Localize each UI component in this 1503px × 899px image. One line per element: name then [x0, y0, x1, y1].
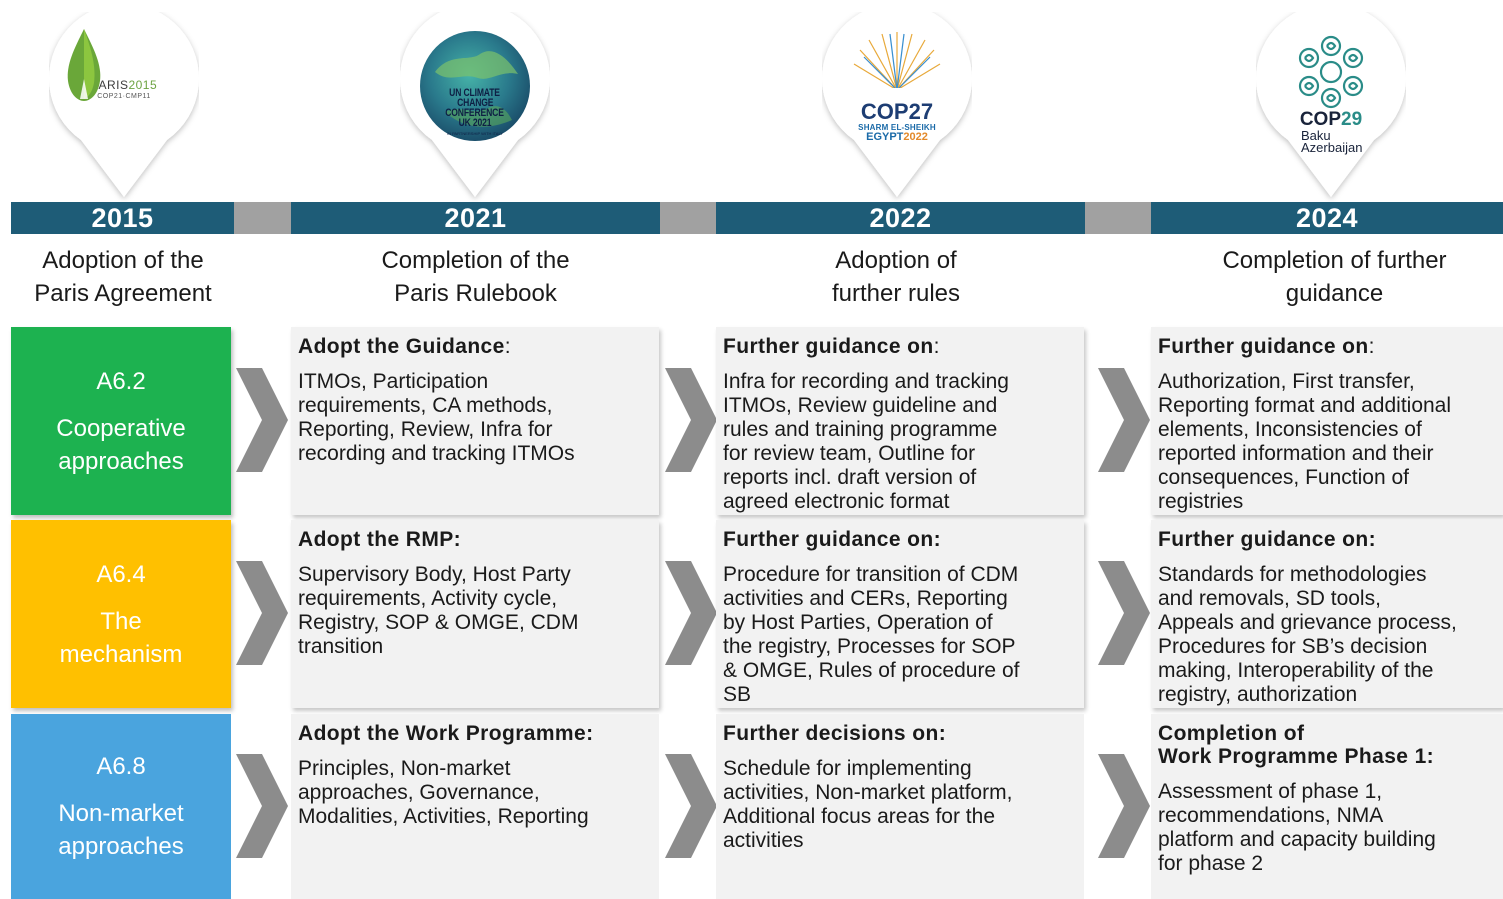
card-a6-2-2024: Further guidance on: Authorization, Firs…: [1151, 327, 1503, 515]
swirl-pattern-icon: [1298, 35, 1364, 109]
card-heading: Further guidance on:: [723, 335, 940, 358]
logo-pin-cop29: COP29 Baku Azerbaijan: [1256, 12, 1406, 202]
chevron-right-icon: [236, 368, 288, 472]
uk-logo-line-4: UK 2021: [458, 117, 492, 129]
chevron-right-icon: [1098, 561, 1150, 665]
card-a6-8-2022: Further decisions on: Schedule for imple…: [716, 714, 1084, 899]
uk-2021-logo: UN CLIMATE CHANGE CONFERENCE UK 2021 IN …: [415, 82, 535, 142]
uk-logo-line-2: CHANGE: [456, 97, 494, 109]
row-code: A6.2: [96, 367, 146, 395]
pin-shape: [400, 12, 550, 197]
year-2022: 2022: [716, 202, 1085, 234]
cop29-logo-sub1: Baku: [1301, 128, 1331, 143]
cop29-logo-sub2: Azerbaijan: [1301, 140, 1363, 155]
chevron-right-icon: [665, 754, 717, 858]
row-title-line-1: Cooperative: [56, 414, 186, 442]
year-2015: 2015: [11, 202, 234, 234]
pin-shape: [1256, 12, 1406, 197]
row-title-line-1: Non-market: [58, 800, 184, 827]
milestone-2022: Adoption of further rules: [831, 247, 961, 307]
row-label-a6-4: A6.4 The mechanism: [11, 520, 231, 708]
card-a6-2-2021: Adopt the Guidance: ITMOs, Participation…: [291, 327, 659, 515]
year-bar-gap: [234, 202, 291, 234]
chevron-right-icon: [236, 754, 288, 858]
card-heading: Adopt the RMP:: [298, 528, 462, 551]
year-bar-gap: [1085, 202, 1151, 234]
cop27-logo: COP27 SHARM EL-SHEIKH EGYPT2022: [837, 92, 957, 152]
card-heading: Adopt the Work Programme:: [298, 722, 594, 745]
cop27-logo-sub2: EGYPT2022: [866, 131, 928, 143]
card-a6-2-2022: Further guidance on: Infra for recording…: [716, 327, 1084, 515]
cop29-logo-title: COP29: [1299, 109, 1363, 130]
row-title-line-2: approaches: [58, 833, 184, 860]
row-label-a6-2: A6.2 Cooperative approaches: [11, 327, 231, 515]
row-title-line-2: approaches: [58, 447, 184, 475]
uk-logo-line-1: UN CLIMATE: [449, 87, 501, 99]
logo-pin-cop27: COP27 SHARM EL-SHEIKH EGYPT2022: [822, 12, 972, 202]
paris-logo-text: PARIS2015: [90, 78, 158, 92]
row-code: A6.4: [96, 560, 146, 588]
row-label-a6-8: A6.8 Non-market approaches: [11, 714, 231, 899]
card-a6-4-2021: Adopt the RMP: Supervisory Body, Host Pa…: [291, 520, 659, 708]
card-body: Assessment of phase 1,recommendations, N…: [1158, 780, 1436, 875]
logo-pin-uk-2021: UN CLIMATE CHANGE CONFERENCE UK 2021 IN …: [400, 12, 550, 202]
card-heading: Further guidance on:: [1158, 335, 1375, 358]
uk-logo-line-3: CONFERENCE: [445, 107, 505, 119]
card-a6-4-2024: Further guidance on: Standards for metho…: [1151, 520, 1503, 708]
chevron-right-icon: [1098, 368, 1150, 472]
cop27-logo-title: COP27: [860, 99, 934, 124]
card-a6-8-2024: Completion of Work Programme Phase 1: As…: [1151, 714, 1503, 899]
milestone-2021: Completion of the Paris Rulebook: [381, 247, 570, 307]
chevron-right-icon: [665, 561, 717, 665]
chevron-right-icon: [236, 561, 288, 665]
uk-logo-small: IN PARTNERSHIP WITH ITALY: [446, 131, 504, 136]
card-a6-4-2022: Further guidance on: Procedure for trans…: [716, 520, 1084, 708]
row-title-line-2: mechanism: [59, 640, 183, 668]
cop29-logo: COP29 Baku Azerbaijan: [1271, 110, 1391, 170]
card-heading: Adopt the Guidance:: [298, 335, 511, 358]
year-2024: 2024: [1151, 202, 1503, 234]
paris-logo-sub: COP21·CMP11: [97, 93, 151, 100]
row-code: A6.8: [96, 753, 146, 780]
chevron-right-icon: [1098, 754, 1150, 858]
paris-2015-logo: PARIS2015 COP21·CMP11: [64, 27, 184, 147]
cop27-logo-sub1: SHARM EL-SHEIKH: [858, 123, 936, 132]
card-heading: Further decisions on:: [723, 722, 947, 745]
row-title-line-1: The: [100, 607, 142, 635]
card-heading: Further guidance on:: [1158, 528, 1376, 551]
card-body: Authorization, First transfer,Reporting …: [1158, 370, 1452, 513]
card-heading: Further guidance on:: [723, 528, 941, 551]
year-2021: 2021: [291, 202, 660, 234]
year-bar-gap: [660, 202, 716, 234]
card-heading: Completion of Work Programme Phase 1:: [1158, 722, 1435, 768]
leaf-icon: [67, 29, 101, 101]
chevron-right-icon: [665, 368, 717, 472]
logo-pin-paris-2015: PARIS2015 COP21·CMP11: [49, 12, 199, 202]
milestone-2024: Completion of further guidance: [1222, 247, 1447, 307]
pin-shape: [822, 12, 972, 197]
milestone-2015: Adoption of the Paris Agreement: [34, 247, 212, 307]
card-a6-8-2021: Adopt the Work Programme: Principles, No…: [291, 714, 659, 899]
